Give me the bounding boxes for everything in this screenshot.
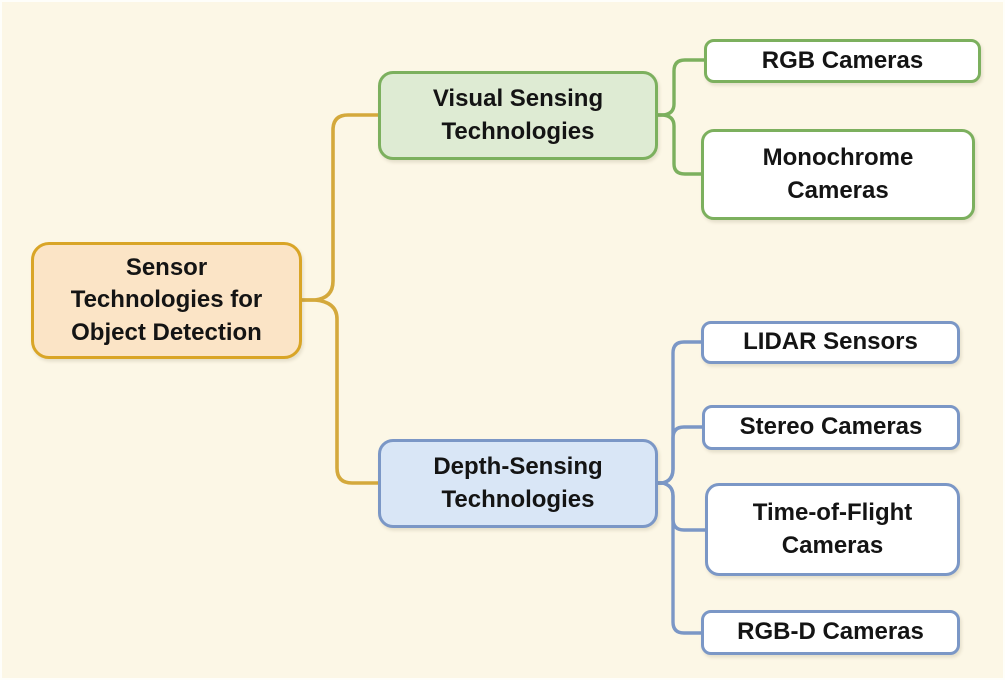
node-label: RGB-D Cameras [737, 618, 924, 646]
node-root-sensor-technologies: Sensor Technologies for Object Detection [31, 242, 302, 359]
connector-depth-to-rgbd [655, 481, 704, 635]
node-leaf-rgb-cameras: RGB Cameras [704, 39, 981, 83]
node-leaf-lidar-sensors: LIDAR Sensors [701, 321, 960, 364]
node-leaf-time-of-flight-cameras: Time-of-Flight Cameras [705, 483, 960, 576]
connector-root-to-depth [299, 298, 381, 485]
connector-depth-to-lidar [655, 340, 704, 485]
node-leaf-rgb-d-cameras: RGB-D Cameras [701, 610, 960, 655]
node-branch-depth-sensing: Depth-Sensing Technologies [378, 439, 658, 528]
node-label: Visual Sensing Technologies [432, 85, 604, 145]
node-label: Time-of-Flight Cameras [752, 499, 913, 559]
node-label: Monochrome Cameras [762, 144, 914, 204]
node-label: RGB Cameras [761, 46, 924, 74]
connector-root-to-visual [299, 113, 381, 302]
connector-depth-to-stereo [655, 425, 705, 485]
node-branch-visual-sensing: Visual Sensing Technologies [378, 71, 658, 160]
connector-visual-to-rgb [655, 58, 707, 117]
node-label: Depth-Sensing Technologies [433, 453, 603, 513]
node-label: Stereo Cameras [739, 413, 923, 441]
connector-depth-to-tof [655, 481, 708, 532]
connector-visual-to-monochrome [655, 113, 704, 176]
node-leaf-stereo-cameras: Stereo Cameras [702, 405, 960, 450]
node-label: Sensor Technologies for Object Detection [70, 254, 263, 346]
node-label: LIDAR Sensors [743, 328, 918, 356]
node-leaf-monochrome-cameras: Monochrome Cameras [701, 129, 975, 220]
